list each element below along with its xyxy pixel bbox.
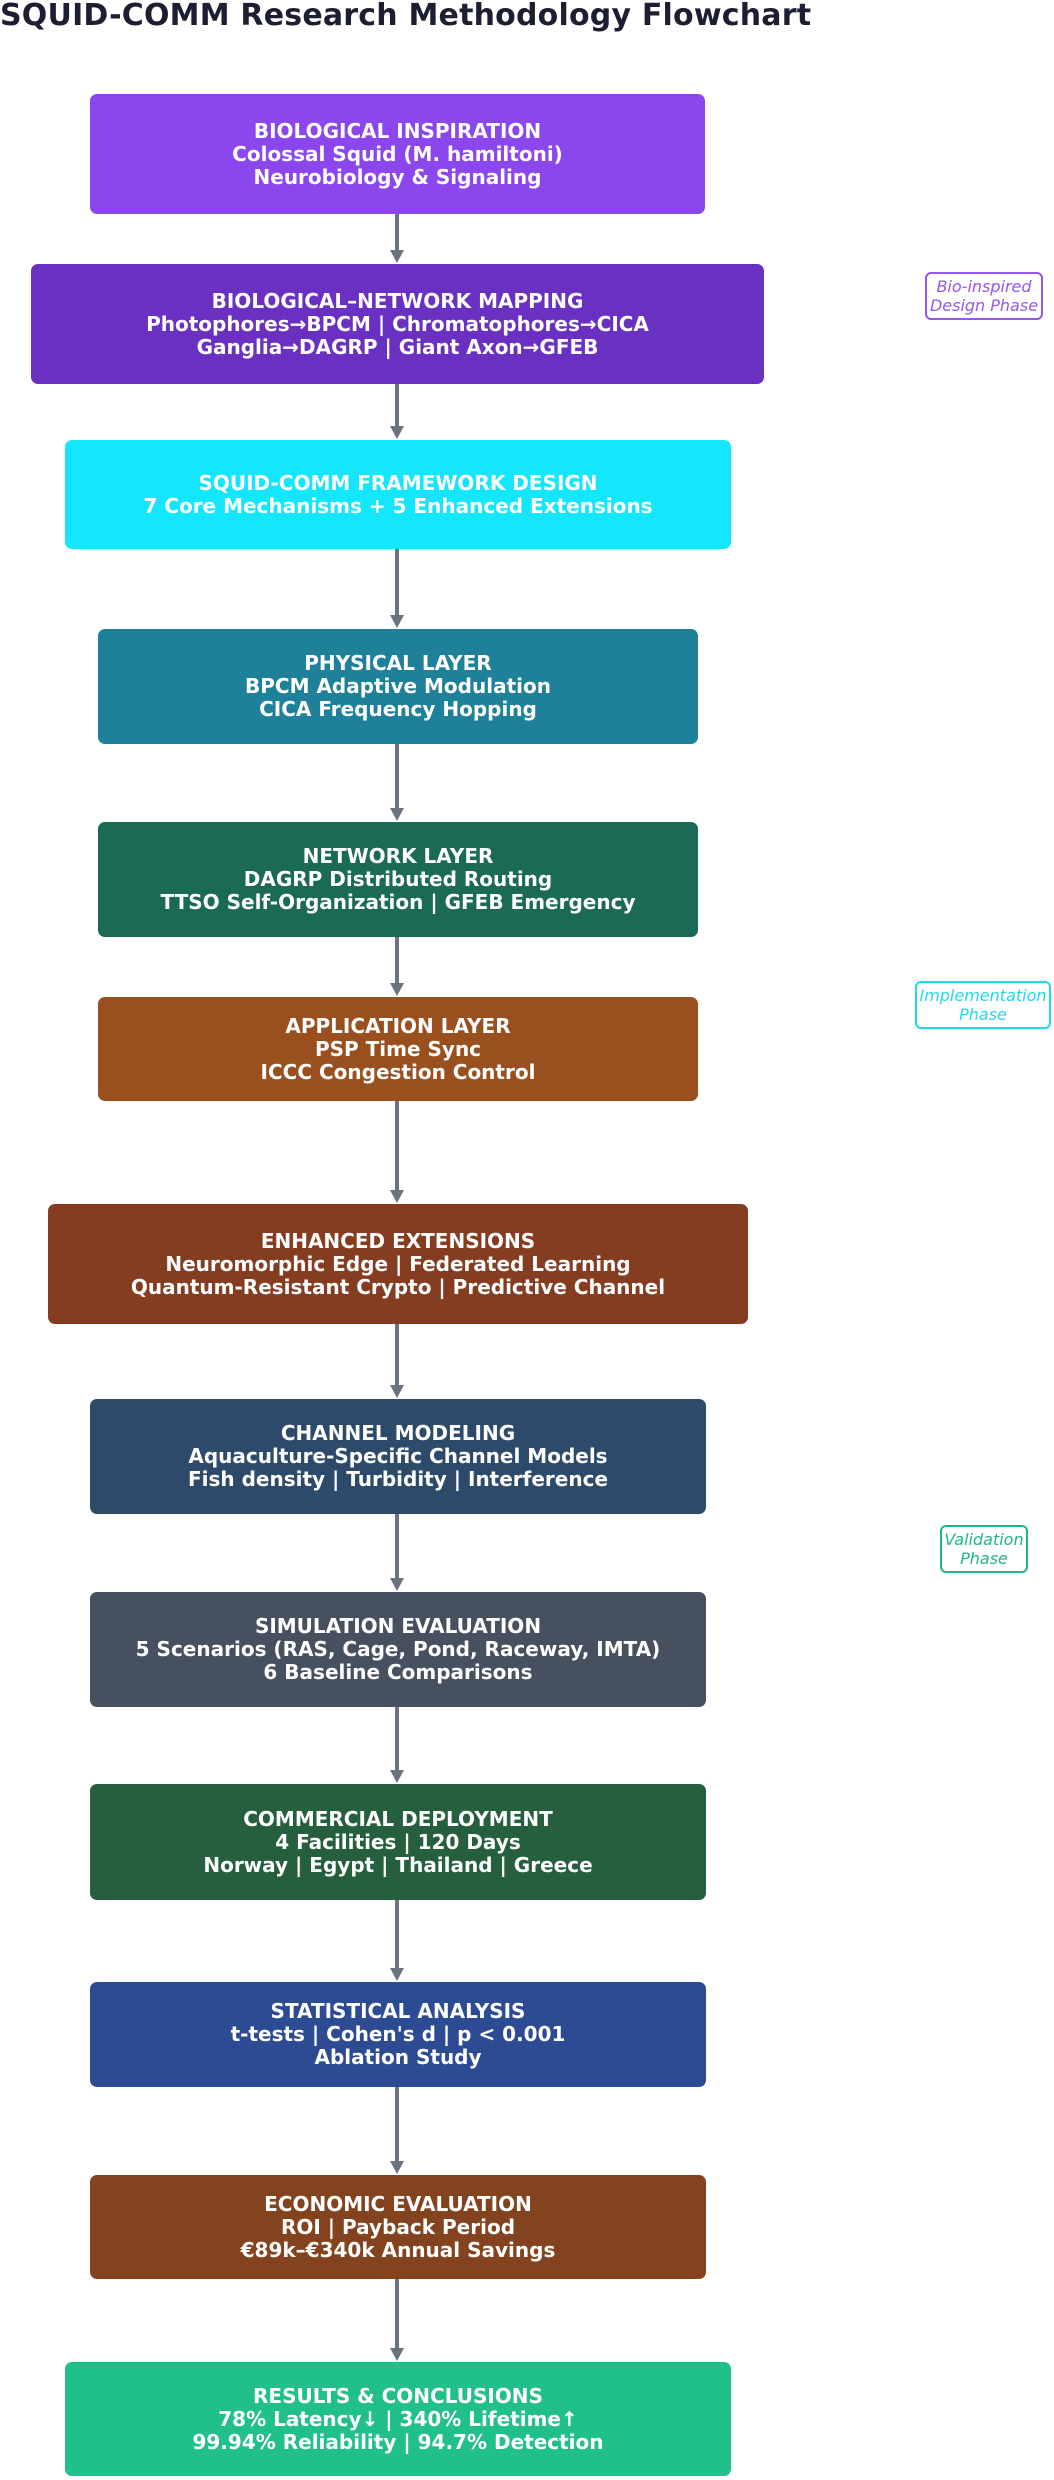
step-simulation-evaluation: SIMULATION EVALUATION 5 Scenarios (RAS, …	[90, 1592, 706, 1707]
step-heading: NETWORK LAYER	[302, 844, 494, 868]
connector-arrow	[390, 549, 404, 628]
step-statistical-analysis: STATISTICAL ANALYSIS t-tests | Cohen's d…	[90, 1982, 706, 2087]
connector-arrow	[390, 2087, 404, 2174]
step-heading: BIOLOGICAL INSPIRATION	[253, 118, 542, 143]
step-line: 4 Facilities | 120 Days	[275, 1829, 521, 1854]
phase-label-design: Bio-inspired Design Phase	[925, 272, 1043, 320]
connector-arrow	[390, 937, 404, 996]
step-line: PSP Time Sync	[314, 1036, 482, 1061]
step-line: TTSO Self-Organization | GFEB Emergency	[160, 890, 636, 914]
step-line: DAGRP Distributed Routing	[243, 867, 553, 891]
step-application-layer: APPLICATION LAYER PSP Time Sync ICCC Con…	[98, 997, 698, 1101]
step-line: Aquaculture-Specific Channel Models	[188, 1444, 608, 1468]
connector-arrow	[390, 214, 404, 263]
step-channel-modeling: CHANNEL MODELING Aquaculture-Specific Ch…	[90, 1399, 706, 1514]
step-line: Photophores→BPCM | Chromatophores→CICA	[146, 311, 649, 336]
connector-arrow	[390, 384, 404, 439]
step-enhanced-extensions: ENHANCED EXTENSIONS Neuromorphic Edge | …	[48, 1204, 748, 1324]
step-biological-inspiration: BIOLOGICAL INSPIRATION Colossal Squid (M…	[90, 94, 705, 214]
phase-label-line: Bio-inspired	[936, 277, 1032, 296]
step-line: Fish density | Turbidity | Interference	[187, 1467, 609, 1491]
step-economic-evaluation: ECONOMIC EVALUATION ROI | Payback Period…	[90, 2175, 706, 2279]
step-heading: ENHANCED EXTENSIONS	[260, 1228, 536, 1253]
step-line: 6 Baseline Comparisons	[263, 1660, 533, 1684]
step-line: 7 Core Mechanisms + 5 Enhanced Extension…	[143, 493, 653, 518]
step-line: Neurobiology & Signaling	[253, 164, 542, 189]
step-heading: PHYSICAL LAYER	[304, 651, 492, 675]
step-line: ROI | Payback Period	[280, 2214, 516, 2239]
page-title: SQUID-COMM Research Methodology Flowchar…	[0, 0, 812, 33]
step-line: Ablation Study	[314, 2045, 482, 2069]
connector-arrow	[390, 1707, 404, 1783]
connector-arrow	[390, 1900, 404, 1981]
phase-label-line: Implementation	[919, 986, 1047, 1005]
step-line: Neuromorphic Edge | Federated Learning	[165, 1251, 631, 1276]
step-biological-network-mapping: BIOLOGICAL–NETWORK MAPPING Photophores→B…	[31, 264, 764, 384]
step-line: Colossal Squid (M. hamiltoni)	[232, 141, 563, 166]
step-line: BPCM Adaptive Modulation	[245, 674, 551, 698]
step-line: CICA Frequency Hopping	[259, 697, 537, 721]
step-heading: RESULTS & CONCLUSIONS	[253, 2383, 543, 2408]
step-line: Norway | Egypt | Thailand | Greece	[203, 1852, 593, 1877]
step-line: 99.94% Reliability | 94.7% Detection	[192, 2429, 604, 2454]
step-heading: SQUID-COMM FRAMEWORK DESIGN	[198, 470, 598, 495]
connector-arrow	[390, 1101, 404, 1203]
step-line: Ganglia→DAGRP | Giant Axon→GFEB	[196, 334, 599, 359]
phase-label-line: Phase	[960, 1549, 1008, 1568]
phase-label-implementation: Implementation Phase	[915, 981, 1051, 1029]
step-line: €89k–€340k Annual Savings	[240, 2237, 556, 2262]
step-physical-layer: PHYSICAL LAYER BPCM Adaptive Modulation …	[98, 629, 698, 744]
step-network-layer: NETWORK LAYER DAGRP Distributed Routing …	[98, 822, 698, 937]
step-heading: BIOLOGICAL–NETWORK MAPPING	[211, 288, 584, 313]
step-results-conclusions: RESULTS & CONCLUSIONS 78% Latency↓ | 340…	[65, 2362, 731, 2476]
step-heading: APPLICATION LAYER	[285, 1013, 511, 1038]
phase-label-line: Phase	[959, 1005, 1007, 1024]
phase-label-validation: Validation Phase	[940, 1525, 1028, 1573]
phase-label-line: Validation	[944, 1530, 1024, 1549]
step-heading: CHANNEL MODELING	[280, 1421, 516, 1445]
step-commercial-deployment: COMMERCIAL DEPLOYMENT 4 Facilities | 120…	[90, 1784, 706, 1900]
step-line: 78% Latency↓ | 340% Lifetime↑	[218, 2406, 578, 2431]
connector-arrow	[390, 2279, 404, 2361]
step-line: t-tests | Cohen's d | p < 0.001	[230, 2022, 566, 2046]
step-heading: COMMERCIAL DEPLOYMENT	[243, 1806, 553, 1831]
step-line: ICCC Congestion Control	[260, 1059, 536, 1084]
connector-arrow	[390, 744, 404, 821]
connector-arrow	[390, 1324, 404, 1398]
step-heading: SIMULATION EVALUATION	[254, 1614, 542, 1638]
connector-arrow	[390, 1514, 404, 1591]
step-line: Quantum-Resistant Crypto | Predictive Ch…	[130, 1274, 666, 1299]
phase-label-line: Design Phase	[929, 296, 1039, 315]
step-heading: STATISTICAL ANALYSIS	[270, 1999, 526, 2023]
step-framework-design: SQUID-COMM FRAMEWORK DESIGN 7 Core Mecha…	[65, 440, 731, 549]
step-heading: ECONOMIC EVALUATION	[264, 2191, 532, 2216]
step-line: 5 Scenarios (RAS, Cage, Pond, Raceway, I…	[135, 1637, 661, 1661]
